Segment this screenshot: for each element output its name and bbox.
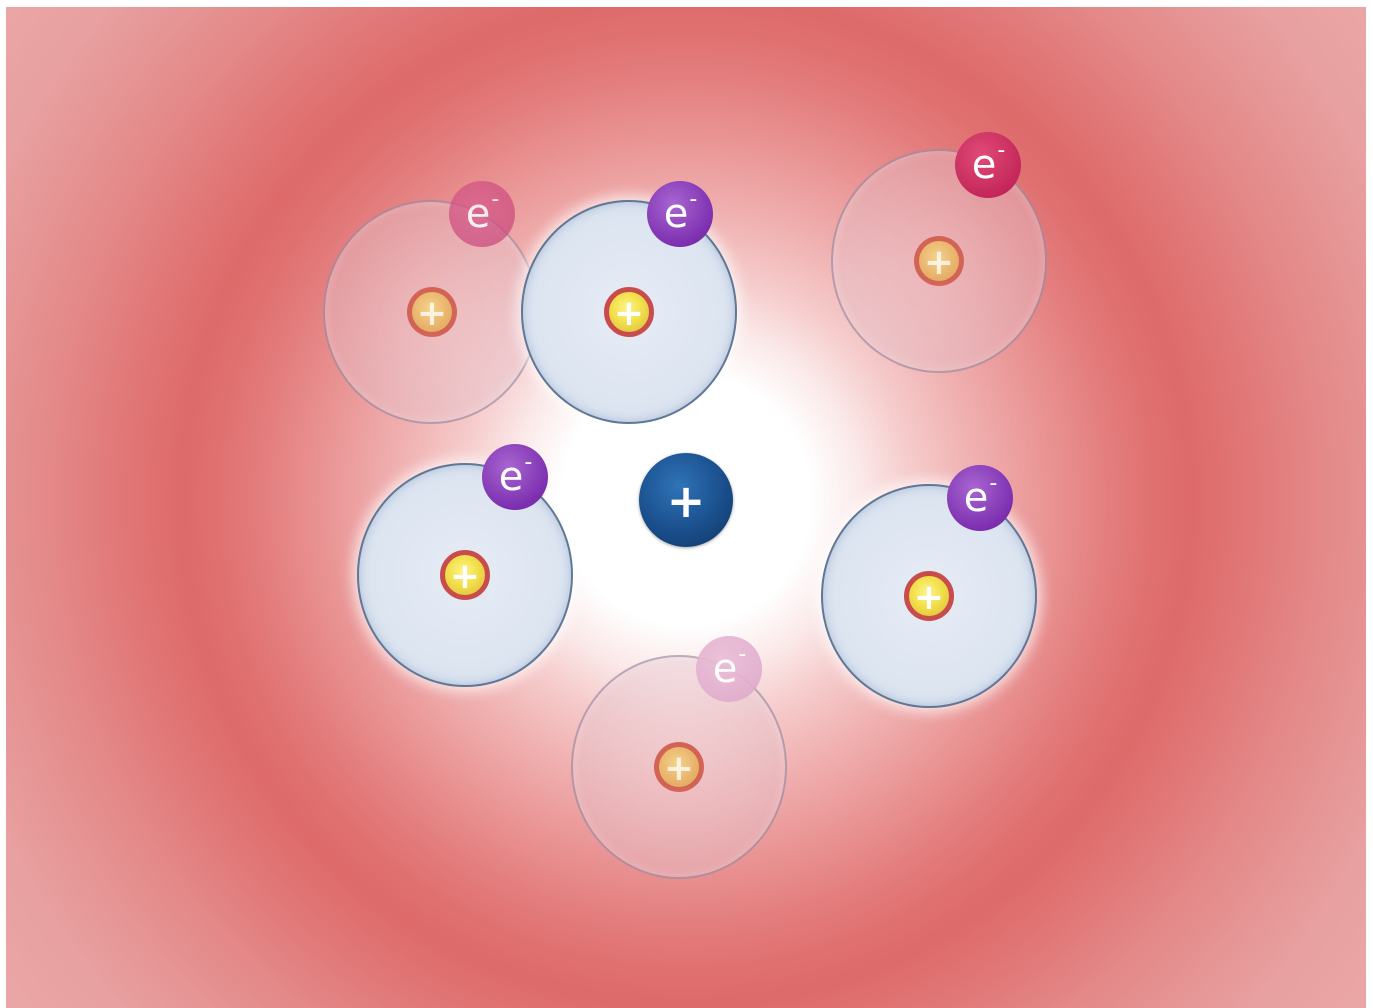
potential-field-background: + e- + e- + e- + e- (6, 7, 1366, 1008)
electron-label: e (712, 646, 738, 692)
nucleus: + (914, 236, 964, 286)
electron-charge: - (989, 471, 998, 496)
nucleus: + (654, 742, 704, 792)
central-positive-ion[interactable]: + (639, 453, 733, 547)
electron-charge: - (491, 187, 500, 212)
electron[interactable]: e- (647, 181, 713, 247)
atom-upper-right[interactable]: + e- (831, 132, 1047, 373)
electron[interactable]: e- (955, 132, 1021, 198)
nucleus-plus-sign: + (613, 293, 645, 334)
electron-charge: - (524, 450, 533, 475)
central-ion-plus-sign: + (666, 474, 706, 528)
electron-label: e (498, 454, 524, 500)
nucleus-plus-sign: + (663, 748, 695, 789)
nucleus: + (407, 287, 457, 337)
electron[interactable]: e- (696, 636, 762, 702)
electron-charge: - (997, 138, 1006, 163)
nucleus-plus-sign: + (449, 556, 481, 597)
electron[interactable]: e- (482, 444, 548, 510)
atom-middle-right[interactable]: + e- (821, 465, 1037, 708)
atom-upper-center[interactable]: + e- (521, 181, 737, 424)
electron-label: e (971, 142, 997, 188)
electron-charge: - (689, 187, 698, 212)
electron[interactable]: e- (449, 181, 515, 247)
electron-label: e (663, 191, 689, 237)
nucleus-plus-sign: + (913, 577, 945, 618)
nucleus: + (604, 287, 654, 337)
atom-upper-left[interactable]: + e- (323, 181, 539, 424)
atom-middle-left[interactable]: + e- (357, 444, 573, 687)
atom-bottom[interactable]: + e- (571, 636, 787, 879)
electron-charge: - (738, 642, 747, 667)
nucleus: + (440, 550, 490, 600)
electron-label: e (963, 475, 989, 521)
nucleus-plus-sign: + (416, 293, 448, 334)
electron-label: e (465, 191, 491, 237)
nucleus-plus-sign: + (923, 242, 955, 283)
electron[interactable]: e- (947, 465, 1013, 531)
nucleus: + (904, 571, 954, 621)
